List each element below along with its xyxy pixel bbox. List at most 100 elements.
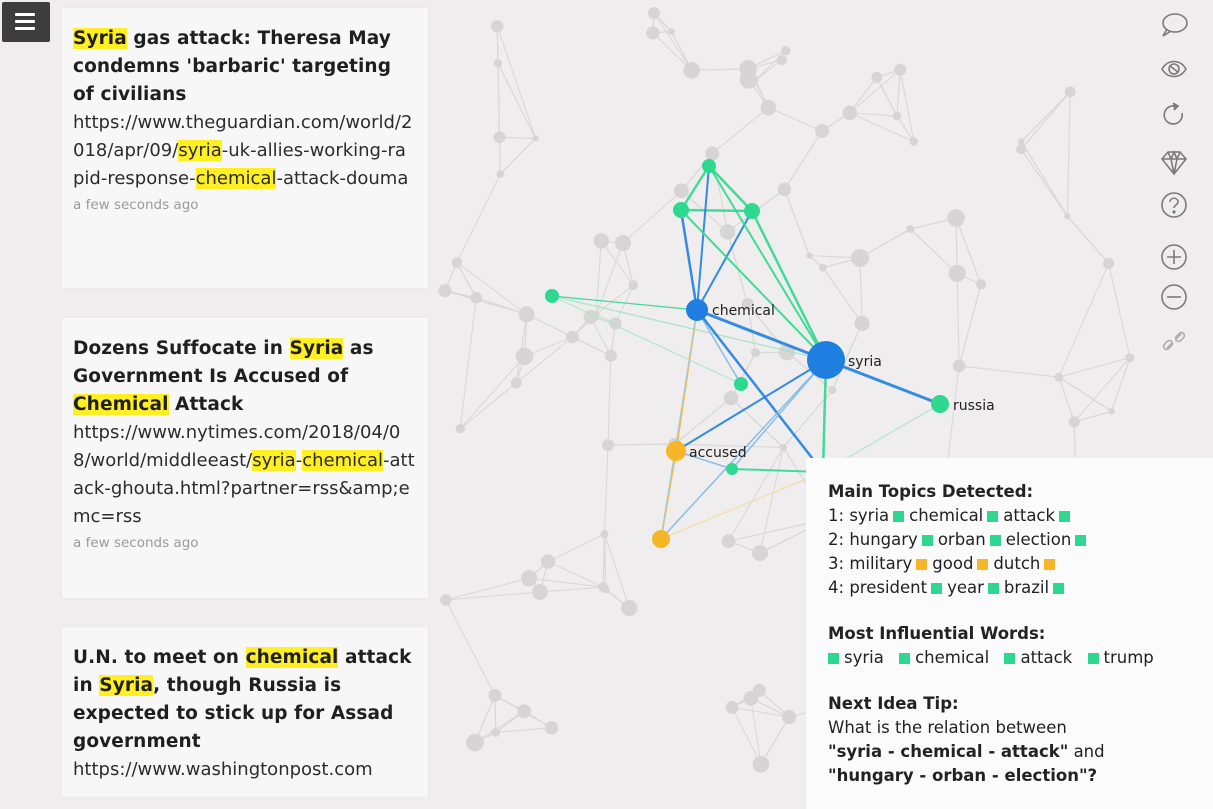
background-node[interactable]: [646, 26, 660, 40]
background-node[interactable]: [1054, 372, 1064, 382]
background-node[interactable]: [1064, 86, 1076, 98]
background-node[interactable]: [776, 54, 787, 66]
background-node[interactable]: [739, 60, 758, 78]
topic-node[interactable]: [686, 299, 708, 321]
background-node[interactable]: [1016, 144, 1027, 155]
background-node[interactable]: [668, 28, 675, 35]
help-button[interactable]: [1157, 188, 1191, 222]
background-node[interactable]: [723, 390, 739, 406]
article-title[interactable]: Dozens Suffocate in Syria as Government …: [73, 335, 416, 419]
background-node[interactable]: [566, 330, 579, 344]
background-node[interactable]: [493, 59, 503, 68]
article-card[interactable]: Dozens Suffocate in Syria as Government …: [62, 318, 428, 598]
background-node[interactable]: [615, 235, 631, 251]
background-node[interactable]: [517, 704, 532, 719]
link-button[interactable]: [1157, 324, 1191, 358]
background-node[interactable]: [760, 99, 777, 116]
background-node[interactable]: [1102, 257, 1115, 270]
background-node[interactable]: [842, 105, 858, 121]
background-node[interactable]: [518, 306, 535, 323]
background-node[interactable]: [604, 349, 617, 362]
background-node[interactable]: [741, 297, 754, 311]
topic-word[interactable]: good: [932, 554, 974, 573]
topic-node[interactable]: [931, 395, 949, 413]
background-node[interactable]: [451, 257, 463, 268]
background-node[interactable]: [621, 599, 638, 617]
background-node[interactable]: [510, 377, 522, 389]
background-node[interactable]: [683, 61, 700, 79]
eye-button[interactable]: [1157, 52, 1191, 86]
topic-word[interactable]: brazil: [1003, 578, 1050, 597]
background-node[interactable]: [815, 124, 829, 138]
background-node[interactable]: [1068, 416, 1080, 428]
background-node[interactable]: [948, 264, 966, 283]
topic-node[interactable]: [666, 441, 686, 461]
topic-node[interactable]: [726, 463, 738, 475]
background-node[interactable]: [628, 280, 639, 291]
influential-word[interactable]: attack: [1020, 648, 1078, 667]
background-node[interactable]: [779, 443, 787, 452]
tip-query-2[interactable]: "hungary - orban - election"?: [828, 766, 1098, 785]
influential-word[interactable]: trump: [1103, 648, 1154, 667]
background-node[interactable]: [952, 359, 966, 373]
tip-query-1[interactable]: "syria - chemical - attack": [828, 742, 1069, 761]
background-node[interactable]: [750, 348, 761, 358]
background-node[interactable]: [806, 252, 813, 259]
topic-word[interactable]: president: [849, 578, 928, 597]
background-node[interactable]: [909, 137, 919, 146]
article-url[interactable]: https://www.washingtonpost.com: [73, 756, 416, 784]
background-node[interactable]: [854, 315, 870, 331]
topic-word[interactable]: election: [1005, 530, 1072, 549]
diamond-button[interactable]: [1157, 146, 1191, 180]
influential-word[interactable]: syria: [844, 648, 890, 667]
background-node[interactable]: [894, 63, 907, 76]
topic-node[interactable]: [744, 203, 760, 219]
background-node[interactable]: [488, 688, 502, 703]
background-node[interactable]: [947, 209, 965, 227]
background-node[interactable]: [532, 584, 548, 600]
topic-node[interactable]: [673, 202, 689, 218]
background-node[interactable]: [470, 292, 483, 304]
background-node[interactable]: [975, 279, 987, 290]
article-title[interactable]: Syria gas attack: Theresa May condemns '…: [73, 25, 416, 109]
topic-word[interactable]: syria: [849, 506, 890, 525]
background-node[interactable]: [540, 554, 556, 569]
background-node[interactable]: [1064, 213, 1071, 220]
article-card[interactable]: U.N. to meet on chemical attack in Syria…: [62, 627, 428, 797]
background-node[interactable]: [496, 170, 505, 178]
article-title[interactable]: U.N. to meet on chemical attack in Syria…: [73, 644, 416, 756]
background-node[interactable]: [491, 20, 504, 33]
background-node[interactable]: [721, 534, 736, 549]
background-node[interactable]: [725, 701, 739, 714]
background-node[interactable]: [455, 424, 465, 434]
node-label-syria[interactable]: syria: [848, 354, 882, 370]
background-node[interactable]: [782, 709, 797, 725]
topic-word[interactable]: hungary: [849, 530, 918, 549]
topic-word[interactable]: year: [947, 578, 984, 597]
background-node[interactable]: [598, 582, 608, 592]
refresh-button[interactable]: [1157, 98, 1191, 132]
background-node[interactable]: [705, 146, 720, 161]
influential-word[interactable]: chemical: [915, 648, 995, 667]
background-node[interactable]: [600, 530, 609, 539]
background-node[interactable]: [544, 721, 559, 735]
background-node[interactable]: [871, 71, 883, 83]
background-node[interactable]: [1108, 408, 1115, 415]
background-node[interactable]: [719, 224, 736, 240]
topic-word[interactable]: military: [849, 554, 913, 573]
background-node[interactable]: [593, 233, 609, 249]
background-node[interactable]: [828, 386, 837, 395]
zoom-out-button[interactable]: [1157, 280, 1191, 314]
background-node[interactable]: [674, 183, 689, 199]
article-url[interactable]: https://www.theguardian.com/world/2018/a…: [73, 109, 416, 193]
background-node[interactable]: [819, 263, 827, 272]
topic-node[interactable]: [702, 159, 716, 173]
background-node[interactable]: [602, 439, 614, 451]
node-label-chemical[interactable]: chemical: [712, 303, 775, 319]
article-card[interactable]: Syria gas attack: Theresa May condemns '…: [62, 8, 428, 288]
background-node[interactable]: [493, 131, 506, 144]
background-node[interactable]: [752, 755, 770, 773]
